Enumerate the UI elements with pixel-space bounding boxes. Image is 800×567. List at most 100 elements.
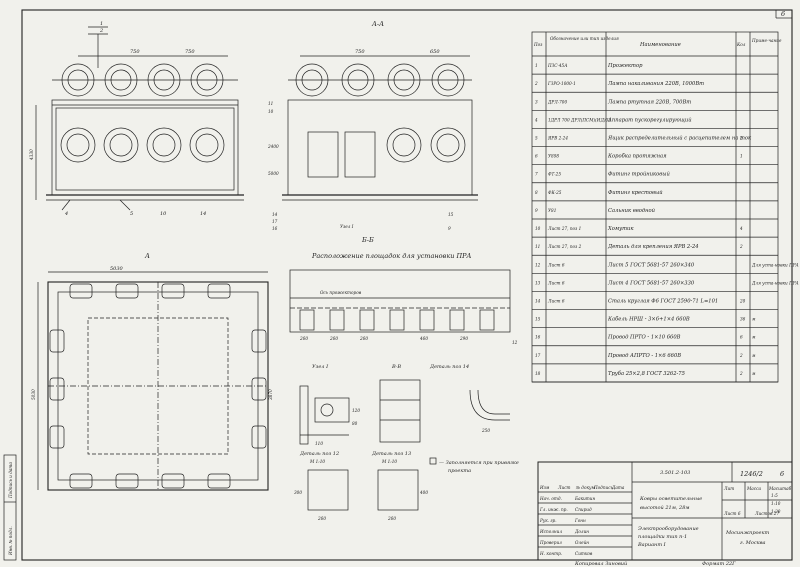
detail-12-title: Деталь поз 12 [299, 451, 339, 457]
role-name: Олейн [575, 540, 589, 545]
sheet-number-top: 6 [781, 10, 785, 18]
title-col-header: Лист [557, 485, 571, 490]
spec-note: Для уста-новки ПРА [751, 262, 799, 267]
spec-name: Аппарат пускорегулирующий [607, 117, 692, 123]
spotlight-axis-label: Ось прожекторов [320, 290, 362, 295]
role-title: Нач. отд. [539, 496, 562, 501]
subtitle-line-2: площадки тип п-1 [638, 534, 687, 540]
spec-name: Лист 4 ГОСТ 5681-57 260×330 [607, 280, 695, 286]
dim-300: 300 [294, 490, 302, 495]
callout-10-b: 10 [268, 109, 274, 114]
role-title: Исполнил [539, 529, 562, 534]
side-stamp: Инв. № подл. Подпись и дата [3, 454, 17, 561]
spec-name: Фитинг крестовый [608, 190, 663, 196]
org-line-1: Мосинжпроект [725, 530, 770, 536]
dim-750: 750 [130, 49, 140, 55]
dim-290: 290 [459, 336, 468, 341]
spec-name: Лампа накаливания 220В, 1000Вт [607, 81, 704, 87]
detail-14-title: Деталь поз 14 [429, 364, 469, 370]
section-v-v-label: В-В [391, 364, 401, 370]
spotlights-lower-row-a [60, 127, 225, 163]
section-v-v: В-В [379, 364, 421, 443]
title-col-header: Изм [539, 485, 550, 490]
spec-note: м [752, 353, 756, 358]
spec-header-name: Наименование [639, 42, 681, 48]
spec-rows: 1 ПЗС-45А Прожектор 2 ГЗРО-1000-1 Лампа накал… [532, 63, 799, 383]
spec-qty: 20 [739, 299, 746, 304]
callout-14-b: 14 [272, 212, 278, 217]
plan-view: А 5030 5030 3870 [31, 252, 273, 491]
dim-260-c: 260 [359, 336, 368, 341]
spec-name: Коробка протяжная [607, 153, 667, 160]
callout-16: 16 [272, 226, 278, 231]
spec-qty: 2 [739, 136, 743, 141]
callout-17: 17 [272, 219, 278, 224]
subtitle-line-1: Электрооборудование [638, 525, 699, 532]
dim-260-e: 260 [387, 516, 396, 521]
spec-designation: Лист 27, поз 1 [547, 226, 581, 231]
callout-9: 9 [448, 226, 451, 231]
spec-designation: ПЗС-45А [547, 63, 567, 68]
spec-designation: ЯРВ 2-24 [547, 136, 568, 141]
spec-note: м [752, 317, 756, 322]
dim-460: 460 [419, 336, 428, 341]
spotlights-upper-row-b [295, 63, 465, 97]
node-i-title: Узел I [312, 364, 329, 370]
dim-750-b: 750 [185, 49, 195, 55]
spec-qty: 36 [740, 317, 746, 322]
dim-650: 650 [430, 49, 440, 55]
spec-header-note: Приме-чание [751, 38, 782, 43]
elevation-a-a: А-А 1 2 750 750 [29, 20, 384, 217]
spec-pos: 9 [535, 208, 538, 213]
spec-pos: 10 [535, 226, 541, 231]
sign-date-label: Подпись и дата [8, 462, 13, 499]
spec-designation: Лист 27, поз 2 [547, 244, 582, 249]
title-block: 3.501.2-103 1246/2 6 Ковры осветительные… [537, 461, 793, 561]
spec-header-designation: Обозначение или тип изделия [550, 36, 619, 41]
callout-14: 14 [200, 211, 206, 217]
spec-qty: 1 [740, 154, 743, 159]
title-line-1: Ковры осветительные [639, 496, 702, 502]
title-col-header: Дата [611, 485, 625, 490]
org-line-2: г. Москва [740, 540, 766, 546]
callout-12: 12 [512, 340, 518, 345]
legend-line-2: проекта [448, 468, 471, 474]
spec-designation: У81 [548, 208, 556, 213]
spec-designation: Лист 6 [547, 280, 565, 285]
role-name: Ситков [575, 551, 593, 556]
spec-qty: 6 [740, 335, 743, 340]
role-name: Долин [574, 529, 589, 534]
spec-pos: 8 [535, 190, 538, 195]
spec-note: м [752, 335, 756, 340]
spec-pos: 2 [534, 81, 538, 86]
title-col-header: № докум [575, 485, 595, 490]
detail-13-scale: М 1:10 [381, 459, 397, 464]
dim-260-b: 260 [329, 336, 338, 341]
spec-pos: 14 [535, 299, 541, 304]
fill-legend: — Заполняется при привязке проекта [429, 457, 519, 474]
dim-750-c: 750 [355, 49, 365, 55]
scale-1-20: 1:20 [771, 509, 781, 514]
platform-layout: Расположение площадок для установки ПРА … [289, 252, 518, 345]
spec-name: Лампа ртутная 220В, 700Вт [607, 99, 691, 105]
spec-designation: ФК-25 [548, 190, 562, 195]
role-name: Гонн [574, 518, 586, 523]
spec-note: м [752, 371, 756, 376]
spec-designation: ГЗРО-1000-1 [547, 81, 576, 86]
role-title: Рук. гр. [539, 518, 557, 523]
detail-13: Деталь поз 13 М 1:10 260 400 [371, 451, 428, 521]
spec-name: Лист 5 ГОСТ 5681-57 260×340 [607, 262, 695, 268]
sheet-no: 6 [780, 470, 784, 478]
sheet-label: Лист 6 [723, 511, 741, 516]
section-b-b-label: Б-Б [361, 236, 374, 244]
dim-3870: 3870 [268, 389, 273, 400]
spec-name: Прожектор [607, 63, 643, 69]
spec-designation: 1ДРЛ 700 ДРЛ(ПСМ)(ИД)02 [548, 117, 611, 122]
dim-5030: 5030 [110, 266, 124, 272]
mass-label: Масса [746, 486, 761, 491]
dim-250: 250 [481, 428, 490, 433]
node-i-detail: Узел I 120 80 110 [299, 364, 360, 446]
spec-name: Сталь круглая Ф6 ГОСТ 2590-71 L=101 [608, 299, 718, 305]
callout-15: 15 [448, 212, 454, 217]
